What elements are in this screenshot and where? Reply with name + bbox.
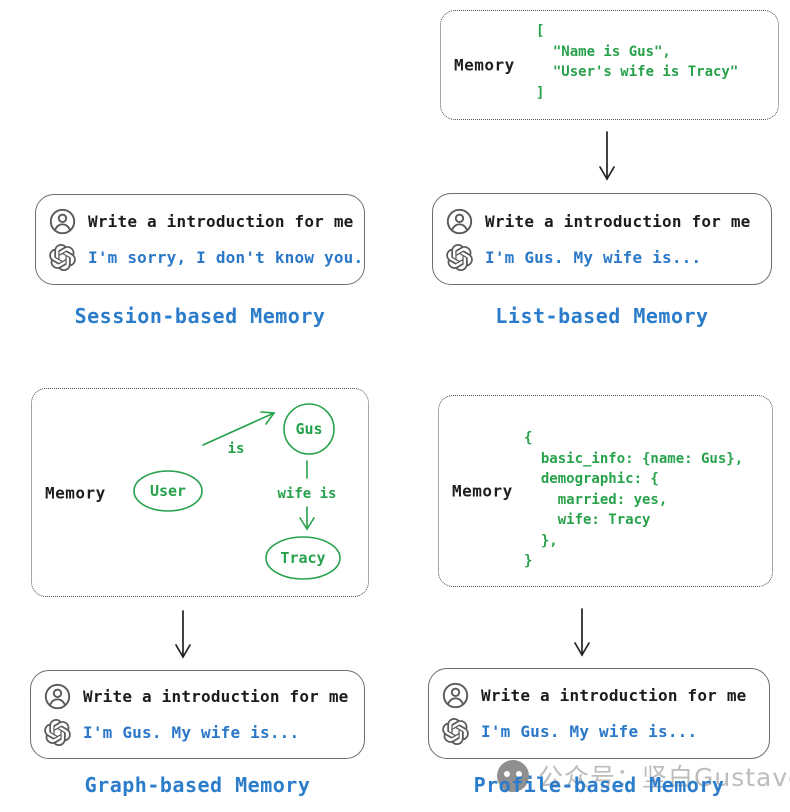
user-message-row: Write a introduction for me [442, 682, 756, 709]
list-memory-code: [ "Name is Gus", "User's wife is Tracy" … [536, 23, 739, 101]
graph-memory-box: Memory User [31, 388, 369, 597]
openai-icon [446, 243, 473, 271]
user-node-label: User [150, 482, 186, 500]
watermark-text: 公众号：坚白Gustavo [538, 763, 790, 792]
memory-label: Memory [452, 481, 513, 501]
list-memory-caption: List-based Memory [495, 304, 709, 328]
user-message-text: Write a introduction for me [88, 212, 354, 231]
is-edge-label: is [228, 441, 245, 457]
flow-down-arrow-icon [175, 610, 191, 659]
wechat-official-account-icon [497, 760, 529, 792]
user-message-row: Write a introduction for me [44, 683, 351, 710]
graph-chat-box: Write a introduction for me I'm Gus. My … [30, 670, 365, 759]
assistant-message-row: I'm Gus. My wife is... [442, 718, 756, 745]
assistant-message-text: I'm Gus. My wife is... [481, 722, 698, 741]
wife-is-edge-arrow [299, 460, 315, 531]
user-icon [44, 683, 71, 710]
watermark: 公众号：坚白Gustavo [497, 758, 790, 794]
assistant-message-row: I'm sorry, I don't know you. [49, 244, 363, 271]
flow-down-arrow-icon [599, 131, 615, 181]
openai-icon [442, 718, 469, 745]
user-icon [49, 208, 76, 235]
wife-is-edge-label: wife is [277, 486, 336, 502]
user-message-row: Write a introduction for me [446, 208, 758, 235]
session-memory-caption: Session-based Memory [74, 304, 326, 328]
profile-chat-box: Write a introduction for me I'm Gus. My … [428, 668, 770, 759]
user-message-text: Write a introduction for me [485, 211, 751, 231]
openai-icon [49, 244, 76, 271]
tracy-node [265, 536, 341, 580]
graph-memory-caption: Graph-based Memory [84, 773, 311, 797]
session-chat-box: Write a introduction for me I'm sorry, I… [35, 194, 365, 285]
assistant-message-row: I'm Gus. My wife is... [446, 243, 758, 271]
list-memory-box: Memory [ "Name is Gus", "User's wife is … [440, 10, 779, 120]
user-node [133, 470, 203, 512]
assistant-message-text: I'm sorry, I don't know you. [88, 248, 364, 267]
assistant-message-text: I'm Gus. My wife is... [83, 723, 300, 742]
profile-memory-caption: Profile-based Memory [473, 773, 725, 797]
user-message-row: Write a introduction for me [49, 208, 354, 235]
profile-memory-box: Memory { basic_info: {name: Gus}, demogr… [438, 395, 773, 587]
gus-node-label: Gus [295, 420, 322, 438]
memory-label: Memory [45, 483, 106, 502]
assistant-message-row: I'm Gus. My wife is... [44, 719, 351, 746]
is-edge-arrow [202, 411, 276, 446]
gus-node [283, 403, 335, 455]
knowledge-graph: User Gus Tracy is wife is [133, 403, 341, 580]
user-message-text: Write a introduction for me [83, 687, 349, 706]
flow-down-arrow-icon [574, 608, 590, 657]
user-icon [442, 682, 469, 709]
list-chat-box: Write a introduction for me I'm Gus. My … [432, 193, 772, 285]
user-message-text: Write a introduction for me [481, 686, 747, 705]
memory-label: Memory [454, 55, 515, 75]
user-icon [446, 208, 473, 234]
openai-icon [44, 719, 71, 746]
tracy-node-label: Tracy [280, 549, 325, 567]
profile-memory-code: { basic_info: {name: Gus}, demographic: … [524, 430, 744, 569]
assistant-message-text: I'm Gus. My wife is... [485, 247, 702, 267]
